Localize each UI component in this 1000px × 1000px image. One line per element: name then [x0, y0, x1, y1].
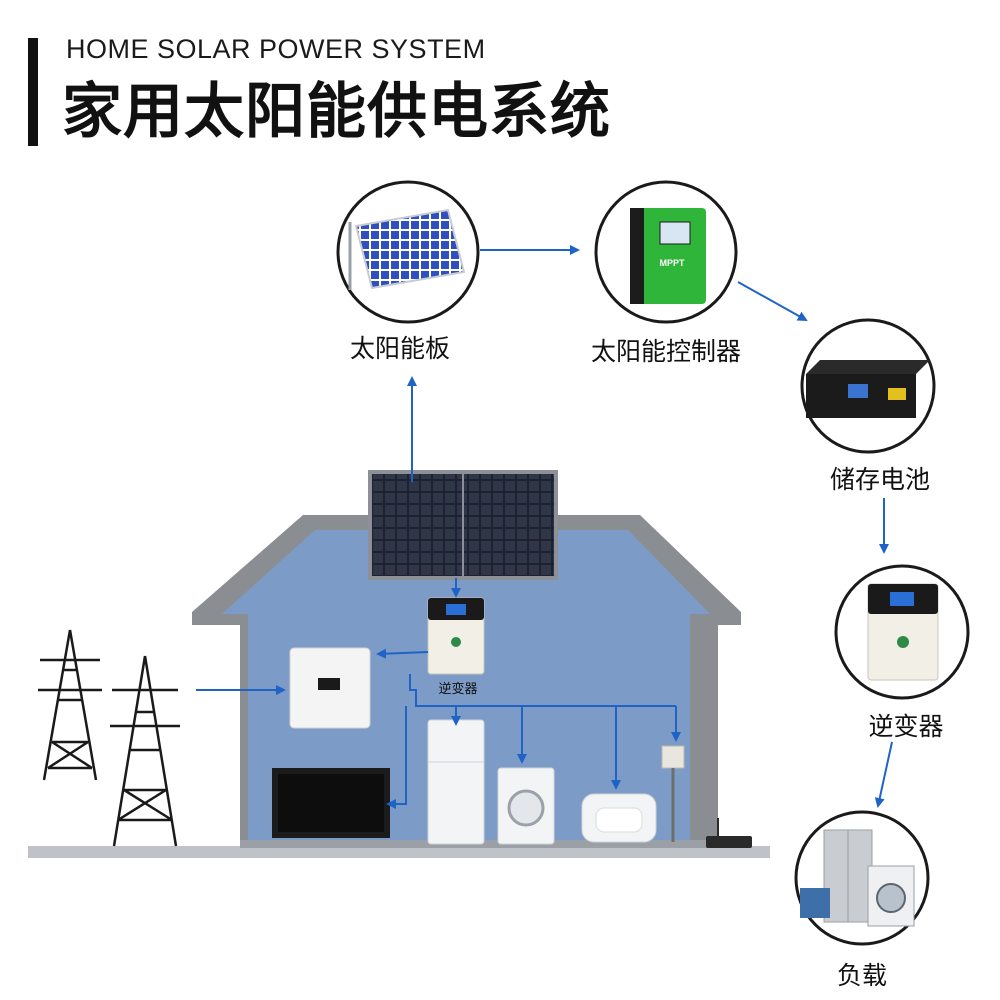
grid-inverter [289, 647, 371, 729]
power-tower [38, 629, 180, 847]
controller-circle: MPPT [594, 180, 738, 324]
label-house-inverter: 逆变器 [438, 682, 478, 697]
label-solar-panel: 太阳能板 [349, 334, 451, 363]
solar-panel-circle [336, 180, 480, 324]
label-battery: 储存电池 [829, 465, 931, 494]
arrow-inverter-to-grid-inverter [376, 648, 429, 659]
label-controller: 太阳能控制器 [590, 337, 742, 366]
battery-circle [800, 318, 936, 454]
title-english: HOME SOLAR POWER SYSTEM [66, 34, 486, 64]
floor-lamp [661, 745, 685, 842]
label-inverter: 逆变器 [868, 712, 944, 741]
inverter-circle [834, 564, 970, 700]
arrow-inverter-to-load [874, 741, 893, 808]
title-chinese: 家用太阳能供电系统 [62, 77, 611, 147]
television [272, 768, 390, 838]
controller-badge: MPPT [659, 258, 685, 268]
label-load: 负载 [836, 961, 888, 990]
load-circle [794, 810, 930, 946]
house [192, 515, 741, 848]
flow-arrows [196, 245, 893, 809]
air-purifier [581, 793, 657, 843]
ground [28, 846, 770, 858]
washing-machine [497, 767, 555, 845]
roof-solar-panel [368, 470, 558, 580]
router [706, 818, 752, 848]
refrigerator [427, 719, 485, 845]
house-inverter [427, 597, 485, 675]
title-accent-bar [28, 38, 38, 146]
arrow-controller-to-battery [737, 281, 808, 321]
